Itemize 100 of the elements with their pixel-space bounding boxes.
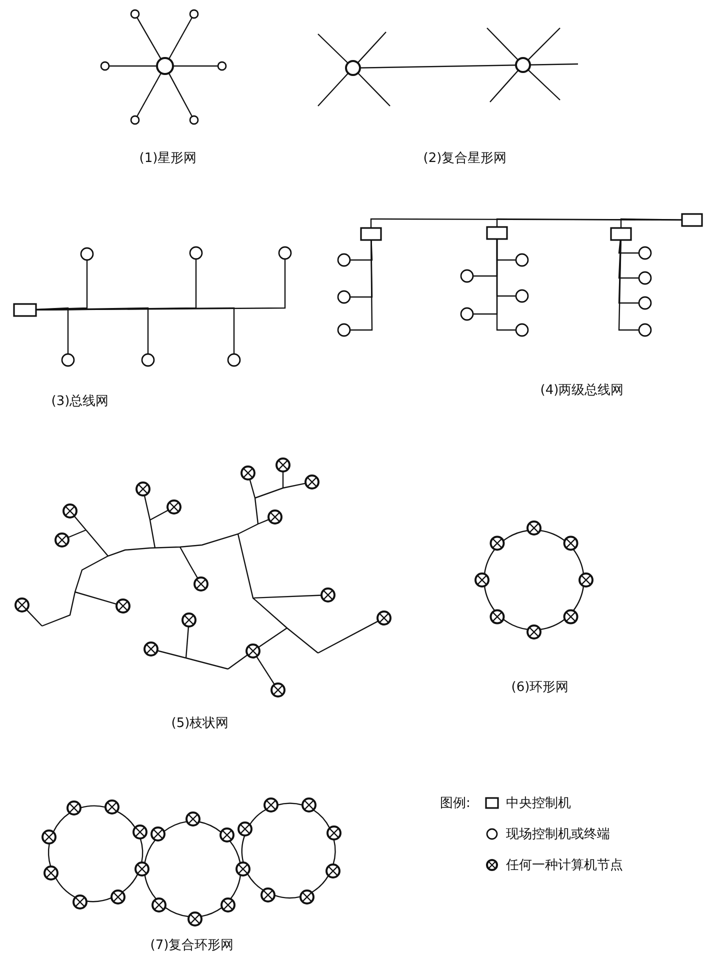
connection-line: [122, 874, 138, 893]
connection-line: [502, 530, 528, 542]
figure-caption: (6)环形网: [511, 679, 569, 696]
connection-line: [311, 875, 329, 893]
spoke-line: [530, 63, 578, 66]
computer-node-symbol: [270, 682, 286, 698]
terminal-circle: [189, 9, 199, 19]
connection-line: [332, 839, 336, 865]
terminal-circle: [100, 61, 110, 71]
computer-node-symbol: [136, 482, 150, 496]
connection-line: [198, 821, 222, 833]
connection-line: [572, 548, 584, 574]
legend-text: 中央控制机: [506, 795, 571, 812]
terminal-circle: [189, 115, 199, 125]
computer-node-symbol: [152, 898, 166, 912]
connection-line: [55, 877, 76, 898]
computer-node-symbol: [268, 510, 282, 524]
connection-line: [48, 843, 52, 867]
computer-node-symbol: [563, 536, 578, 551]
spoke-line: [490, 70, 519, 102]
figure-caption: (5)枝状网: [171, 715, 229, 732]
terminal-circle: [515, 323, 529, 337]
connection-line: [168, 17, 193, 60]
terminal-circle: [638, 296, 652, 310]
computer-node-symbol: [220, 898, 236, 912]
connection-line: [249, 808, 267, 825]
computer-node-symbol: [490, 536, 505, 551]
legend-title: 图例:: [440, 795, 470, 812]
computer-node-symbol: [300, 890, 314, 904]
connection-line: [200, 907, 222, 918]
connection-line: [277, 802, 303, 806]
computer-node-symbol: [376, 610, 392, 626]
computer-node-symbol: [326, 864, 340, 878]
connection-line: [144, 874, 157, 900]
spoke-line: [258, 518, 270, 525]
computer-node-symbol: [526, 520, 542, 536]
terminal-circle: [345, 60, 361, 76]
legend-text: 现场控制机或终端: [506, 826, 610, 843]
connection-line: [144, 840, 156, 864]
computer-node-symbol: [54, 532, 70, 548]
computer-node-symbol: [320, 588, 336, 602]
spoke-line: [318, 34, 348, 64]
spoke-line: [144, 495, 151, 520]
computer-node-symbol: [144, 642, 158, 656]
terminal-circle: [337, 290, 351, 304]
computer-node-symbol: [238, 822, 252, 836]
connection-line: [484, 548, 496, 574]
spoke-line: [150, 510, 169, 521]
computer-node-symbol: [110, 890, 126, 904]
figure-caption: (2)复合星形网: [423, 150, 507, 167]
controller-box: [681, 213, 703, 227]
terminal-circle: [189, 246, 203, 260]
computer-node-symbol: [302, 798, 316, 812]
spoke-line: [249, 479, 256, 498]
connection-line: [496, 239, 516, 331]
terminal-circle: [337, 323, 351, 337]
connection-line: [572, 586, 584, 612]
terminal-circle: [227, 353, 241, 367]
spoke-line: [228, 654, 248, 670]
connection-line: [620, 218, 682, 228]
terminal-circle: [460, 269, 474, 283]
controller-box: [360, 227, 382, 241]
spoke-line: [185, 626, 190, 658]
spoke-line: [528, 28, 560, 60]
spoke-line: [357, 32, 386, 64]
spoke-line: [254, 482, 306, 499]
spoke-line: [68, 529, 86, 538]
computer-node-symbol: [490, 609, 505, 624]
computer-node-symbol: [116, 598, 130, 614]
spoke-line: [258, 628, 288, 648]
figure-caption: (7)复合环形网: [150, 937, 234, 954]
computer-node-symbol: [104, 800, 120, 814]
connection-line: [109, 65, 157, 67]
computer-node-symbol: [62, 504, 78, 518]
computer-node-symbol: [526, 624, 542, 640]
computer-node-symbol: [188, 912, 202, 926]
figure-caption: (3)总线网: [51, 393, 109, 410]
connection-line: [36, 307, 149, 354]
controller-box: [13, 303, 37, 317]
computer-node-symbol: [194, 576, 208, 592]
connection-line: [618, 240, 639, 331]
figure-caption: (4)两级总线网: [540, 382, 624, 399]
computer-node-symbol: [72, 894, 88, 910]
terminal-circle: [141, 353, 155, 367]
connection-line: [80, 805, 106, 808]
spoke-line: [357, 72, 390, 106]
connection-line: [86, 897, 112, 902]
computer-node-symbol: [240, 466, 256, 480]
spoke-line: [318, 72, 349, 106]
computer-node-symbol: [44, 866, 58, 880]
connection-line: [350, 240, 373, 331]
terminal-circle: [460, 307, 474, 321]
computer-node-symbol: [66, 800, 82, 816]
spoke-line: [528, 69, 560, 100]
connection-line: [164, 906, 190, 918]
connection-line: [484, 586, 496, 612]
controller-box: [610, 227, 632, 241]
connection-line: [164, 820, 188, 832]
connection-line: [36, 307, 235, 354]
computer-node-symbol: [132, 824, 148, 840]
